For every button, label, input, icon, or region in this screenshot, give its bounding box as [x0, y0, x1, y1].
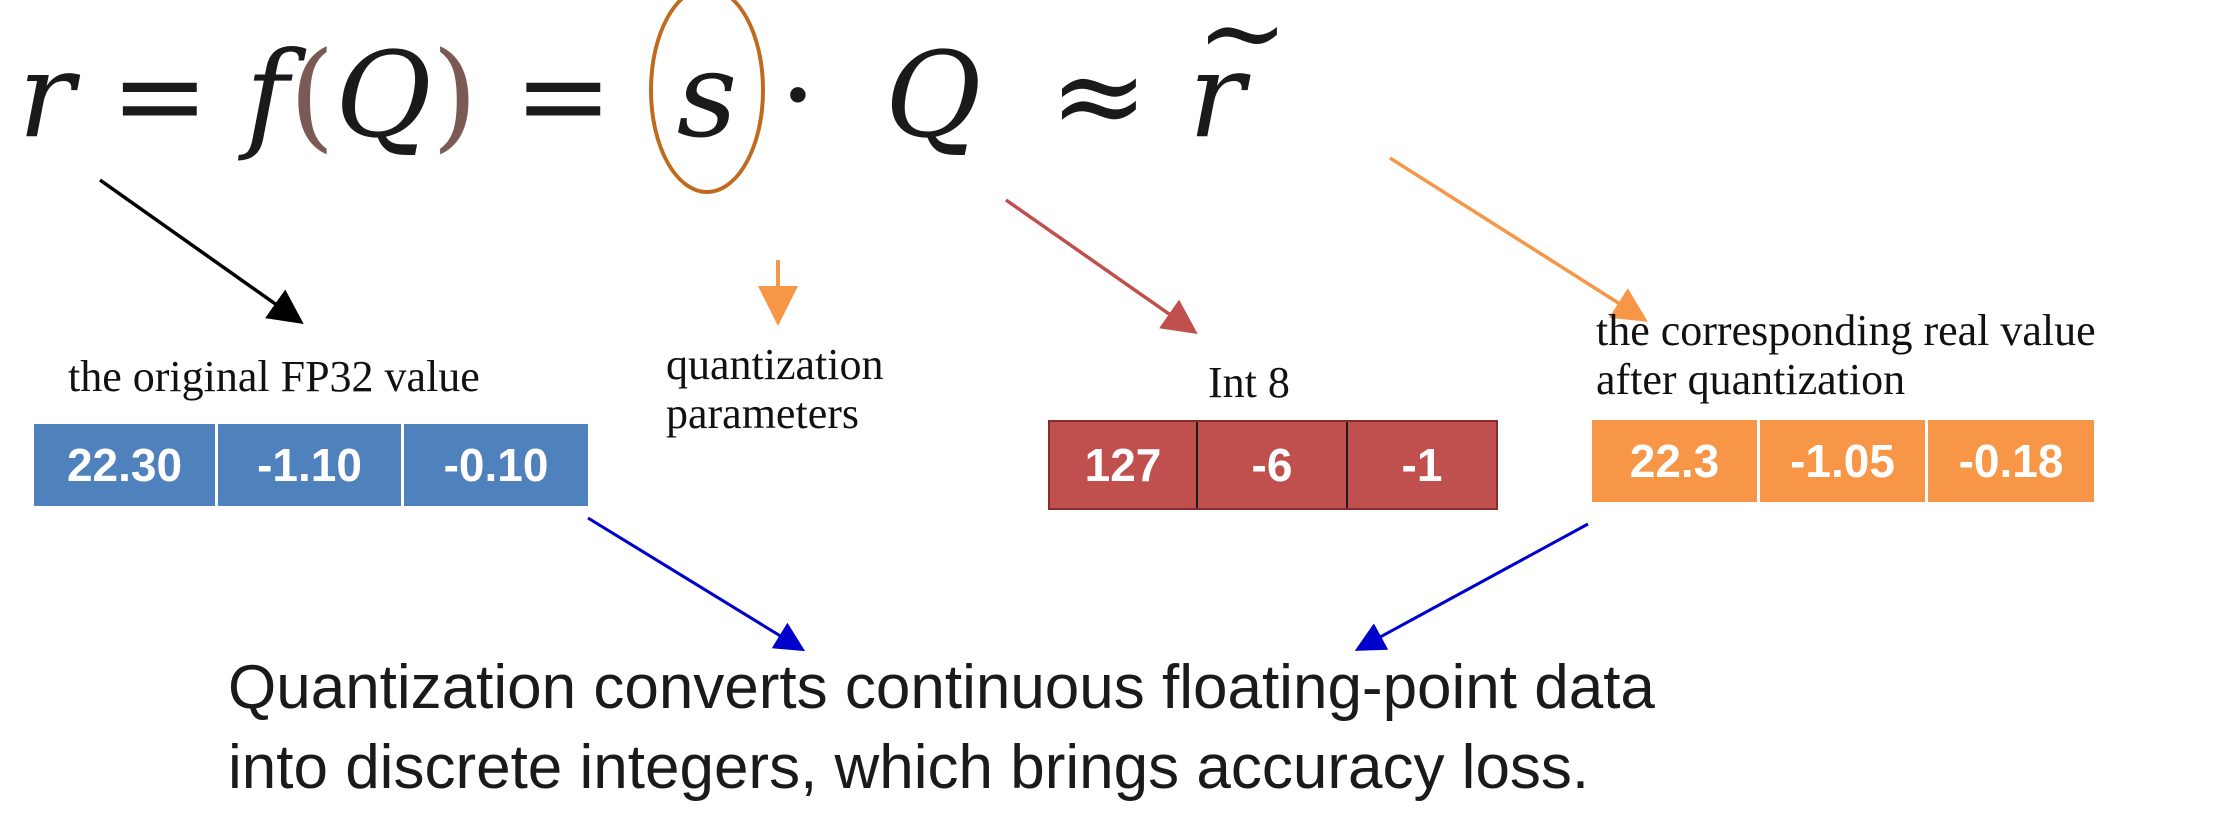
formula-f: f	[245, 26, 289, 164]
formula-dot: ·	[779, 26, 817, 164]
formula-q-2: Q	[884, 26, 982, 164]
real-vector: 22.3 -1.05 -0.18	[1592, 420, 2094, 502]
fp32-cell: 22.30	[34, 424, 218, 506]
arrow-fp32-to-caption	[587, 516, 806, 652]
formula-r: r	[18, 26, 75, 164]
quantization-formula: r = f ( Q ) = s · Q ≈ ~ r	[18, 0, 1289, 206]
real-cell: -1.05	[1760, 420, 1928, 502]
real-cell: 22.3	[1592, 420, 1760, 502]
label-quant-params-line2: parameters	[666, 389, 859, 439]
formula-right-paren: )	[431, 26, 478, 164]
formula-equals-2: =	[513, 26, 613, 164]
label-fp32: the original FP32 value	[68, 352, 480, 401]
scale-ellipse	[648, 0, 766, 194]
arrow-q-to-int8	[1004, 198, 1198, 335]
arrow-rtilde-to-real	[1389, 156, 1648, 322]
formula-q-1: Q	[335, 26, 432, 164]
int8-cell: -6	[1198, 422, 1348, 508]
label-quant-params-line1: quantization	[666, 340, 884, 389]
fp32-cell: -1.10	[218, 424, 404, 506]
formula-left-paren: (	[288, 26, 336, 164]
arrow-real-to-caption	[1354, 522, 1589, 651]
fp32-vector: 22.30 -1.10 -0.10	[34, 424, 588, 506]
formula-equals-1: =	[110, 26, 210, 164]
formula-approx: ≈	[1049, 26, 1149, 164]
label-real-line2: after quantization	[1596, 355, 1906, 405]
int8-cell: -1	[1348, 422, 1496, 508]
label-real-line1: the corresponding real value	[1596, 306, 2096, 355]
int8-cell: 127	[1050, 422, 1198, 508]
scale-highlight: s	[648, 0, 766, 194]
caption-line1: Quantization converts continuous floatin…	[228, 653, 1655, 722]
caption: Quantization converts continuous floatin…	[228, 648, 2028, 808]
label-quant-params: quantization parameters	[666, 340, 884, 439]
formula-r-tilde: ~ r	[1188, 0, 1288, 164]
formula-r-2: r	[1188, 26, 1245, 164]
caption-line2: into discrete integers, which brings acc…	[228, 733, 1590, 802]
int8-vector: 127 -6 -1	[1048, 420, 1498, 510]
real-cell: -0.18	[1928, 420, 2094, 502]
label-real-value: the corresponding real value after quant…	[1596, 306, 2096, 405]
fp32-cell: -0.10	[404, 424, 588, 506]
label-int8: Int 8	[1208, 358, 1290, 407]
formula-tilde: ~	[1196, 0, 1289, 96]
arrow-r-to-fp32	[98, 178, 304, 325]
